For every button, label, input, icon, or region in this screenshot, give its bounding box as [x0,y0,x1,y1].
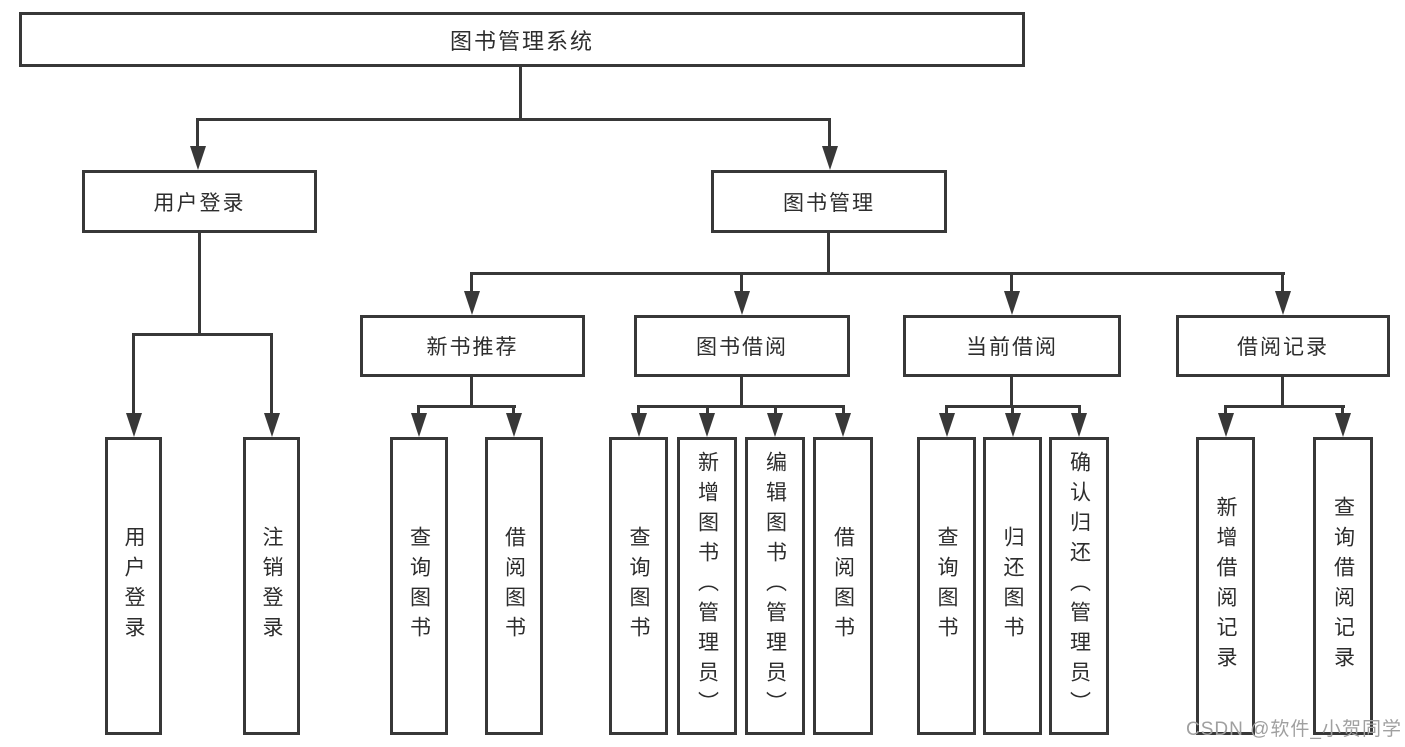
connector-records-bar [1224,405,1345,408]
node-book-borrow-label: 图书借阅 [696,336,788,359]
node-new-book-recommend-label: 新书推荐 [426,336,519,359]
leaf-borrow-borrow: 借阅图书 [813,437,873,735]
node-current-borrow-label: 当前借阅 [966,336,1058,359]
leaf-newbook-borrow-label: 借阅图书 [502,526,526,646]
csdn-watermark: CSDN @软件_小贺同学 [1186,719,1402,740]
leaf-newbook-query: 查询图书 [390,437,448,735]
leaf-record-add: 新增借阅记录 [1196,437,1255,735]
connector-currentborrow-drop3 [1078,405,1081,417]
leaf-current-return: 归还图书 [983,437,1042,735]
leaf-borrow-edit-admin: 编辑图书（管理员） [745,437,805,735]
arrow-to-current-borrow [1004,291,1020,315]
leaf-current-confirm-admin: 确认归还（管理员） [1049,437,1109,735]
connector-currentborrow-stem [1010,377,1013,407]
arrow-to-borrow-records [1275,291,1291,315]
node-user-login-label: 用户登录 [153,191,246,215]
connector-userlogin-bar [132,333,273,336]
arrow-to-leaf-borrow-add [699,413,715,437]
leaf-logout-label: 注销登录 [260,526,283,646]
arrow-to-leaf-current-query [939,413,955,437]
connector-bookborrow-stem [740,377,743,407]
connector-currentborrow-drop2 [1011,405,1014,417]
node-root: 图书管理系统 [19,12,1025,67]
connector-newbook-drop1 [417,405,420,417]
connector-root-stem [519,67,522,121]
node-book-management: 图书管理 [711,170,947,233]
leaf-current-return-label: 归还图书 [1001,526,1024,646]
connector-bookmgmt-stem [827,233,830,274]
connector-root-left-drop [196,118,199,150]
leaf-record-add-label: 新增借阅记录 [1214,496,1237,676]
connector-bookborrow-drop1 [637,405,640,417]
leaf-borrow-add-admin: 新增图书（管理员） [677,437,737,735]
connector-records-drop2 [1341,405,1344,417]
connector-newbook-stem [470,377,473,407]
connector-bookborrow-bar [637,405,845,408]
leaf-borrow-borrow-label: 借阅图书 [831,526,855,646]
arrow-to-leaf-borrow-edit [767,413,783,437]
arrow-to-new-book-recommend [464,291,480,315]
arrow-to-leaf-record-query [1335,413,1351,437]
connector-root-bar [196,118,831,121]
leaf-current-confirm-admin-label: 确认归还（管理员） [1067,451,1091,721]
connector-newbook-bar [417,405,516,408]
node-current-borrow: 当前借阅 [903,315,1121,377]
leaf-record-query: 查询借阅记录 [1313,437,1373,735]
connector-userlogin-stem [198,233,201,336]
leaf-record-query-label: 查询借阅记录 [1331,496,1355,676]
arrow-to-book-management [822,146,838,170]
leaf-borrow-add-admin-label: 新增图书（管理员） [695,451,719,721]
connector-drop-bookborrow [740,272,743,294]
arrow-to-leaf-current-return [1005,413,1021,437]
leaf-borrow-query: 查询图书 [609,437,668,735]
connector-drop-currentborrow [1010,272,1013,294]
arrow-to-leaf-logout [264,413,280,437]
node-new-book-recommend: 新书推荐 [360,315,585,377]
leaf-user-login: 用户登录 [105,437,162,735]
leaf-newbook-borrow: 借阅图书 [485,437,543,735]
connector-records-stem [1281,377,1284,407]
leaf-current-query: 查询图书 [917,437,976,735]
leaf-borrow-query-label: 查询图书 [627,526,650,646]
node-borrow-records-label: 借阅记录 [1237,336,1329,359]
node-root-label: 图书管理系统 [449,28,594,54]
connector-userlogin-right-drop [270,333,273,415]
arrow-to-leaf-newbook-query [411,413,427,437]
connector-currentborrow-drop1 [945,405,948,417]
arrow-to-leaf-record-add [1218,413,1234,437]
connector-bookborrow-drop2 [706,405,709,417]
connector-records-drop1 [1224,405,1227,417]
arrow-to-leaf-borrow-query [631,413,647,437]
leaf-newbook-query-label: 查询图书 [407,526,431,646]
connector-bookborrow-drop3 [774,405,777,417]
connector-drop-borrowrecords [1281,272,1284,294]
node-book-borrow: 图书借阅 [634,315,850,377]
node-borrow-records: 借阅记录 [1176,315,1390,377]
arrow-to-leaf-user-login [126,413,142,437]
arrow-to-user-login [190,146,206,170]
arrow-to-book-borrow [734,291,750,315]
leaf-borrow-edit-admin-label: 编辑图书（管理员） [763,451,787,721]
leaf-current-query-label: 查询图书 [935,526,958,646]
connector-bookmgmt-bar [470,272,1285,275]
connector-newbook-drop2 [512,405,515,417]
node-book-management-label: 图书管理 [783,191,875,215]
node-user-login: 用户登录 [82,170,317,233]
leaf-user-login-label: 用户登录 [122,526,145,646]
arrow-to-leaf-current-confirm [1071,413,1087,437]
arrow-to-leaf-newbook-borrow [506,413,522,437]
arrow-to-leaf-borrow-borrow [835,413,851,437]
leaf-logout: 注销登录 [243,437,300,735]
connector-root-right-drop [828,118,831,150]
connector-bookborrow-drop4 [842,405,845,417]
connector-userlogin-left-drop [132,333,135,415]
connector-drop-newbook [470,272,473,294]
